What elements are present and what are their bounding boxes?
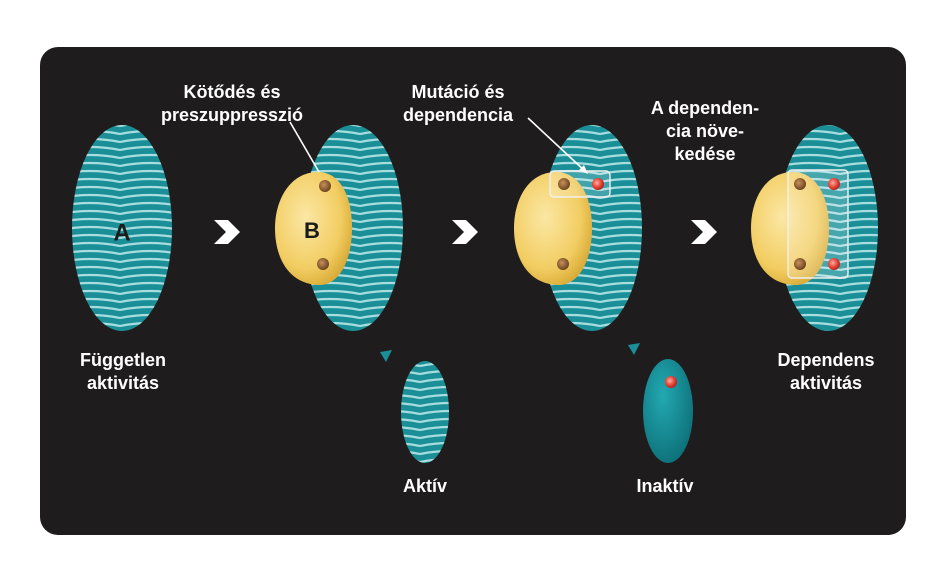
small-chevron-icon [628, 343, 640, 355]
protein-b-stage4 [751, 172, 829, 285]
binding-site-bottom [557, 258, 569, 270]
inactive-mutation-site [665, 376, 677, 388]
mutation-site-bottom [828, 258, 840, 270]
binding-pointer-line [289, 121, 320, 173]
chevron-right-icon [214, 220, 240, 244]
protein-b-stage3 [514, 172, 592, 285]
binding-site-top [319, 180, 331, 192]
dependence-highlight-box [787, 169, 849, 279]
mutation-pointer-head [579, 165, 588, 174]
protein-a-letter: A [113, 219, 130, 246]
binding-site-top [558, 178, 570, 190]
chevron-right-icon [691, 220, 717, 244]
protein-a-ellipse [72, 125, 172, 331]
binding-label: Kötődés és preszuppresszió [160, 82, 304, 125]
active-protein [401, 361, 449, 463]
small-chevron-icon [380, 350, 392, 362]
dependent-activity-label: Dependens aktivitás [777, 350, 875, 393]
chevron-right-icon [452, 220, 478, 244]
independent-activity-label: Független aktivitás [80, 350, 166, 393]
mutation-site [592, 178, 604, 190]
mutation-highlight-box [549, 170, 611, 198]
mutation-site-top [828, 178, 840, 190]
diagram-panel [40, 47, 906, 535]
mutation-label: Mutáció és dependencia [402, 82, 514, 125]
protein-b-shape [275, 172, 352, 285]
binding-site-bottom [317, 258, 329, 270]
inactive-label: Inaktív [636, 476, 694, 496]
protein-b-letter: B [304, 218, 320, 243]
binding-site-top [794, 178, 806, 190]
binding-site-bottom [794, 258, 806, 270]
dependence-increase-label: A dependen- cia növe- kedése [650, 98, 760, 164]
inactive-protein [643, 359, 693, 463]
mutation-pointer-line [527, 117, 587, 173]
active-label: Aktív [402, 476, 447, 496]
